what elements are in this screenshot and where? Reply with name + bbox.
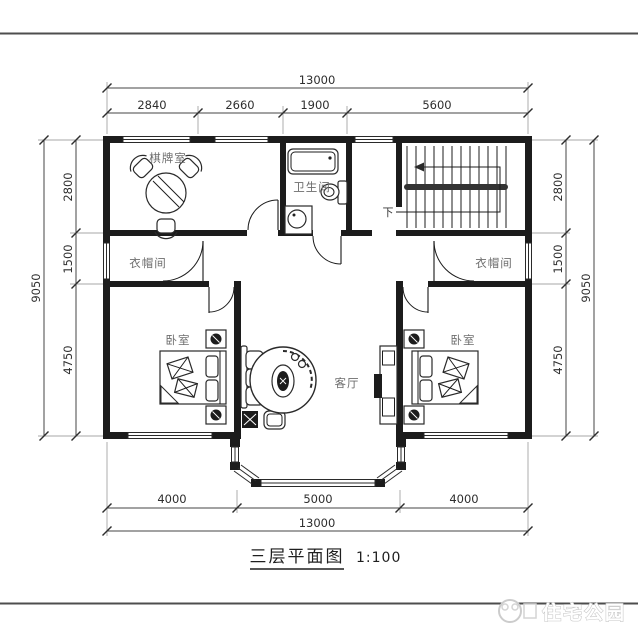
blanket-fold [458, 384, 478, 404]
door-cloakroom-right [433, 240, 475, 282]
watermark-logo-icon [498, 599, 522, 623]
blanket-fold [160, 384, 180, 404]
watermark-text: 住宅公园 [542, 601, 626, 624]
door-cloakroom-left [162, 240, 204, 282]
chess-room-furniture [129, 154, 203, 240]
room-label-bathroom: 卫生间 [293, 180, 331, 194]
title-scale: 1:100 [356, 550, 401, 566]
bathtub [287, 148, 339, 175]
nightstand [403, 405, 425, 425]
side-table-plant [242, 411, 258, 428]
dim-bottom-total: 13000 [299, 516, 336, 530]
dim-right-seg-2: 1500 [551, 244, 565, 273]
windows [103, 136, 532, 439]
dim-left-seg-1: 2800 [61, 172, 75, 201]
window-right-wall [525, 242, 532, 280]
dimensions-left: 9050 2800 1500 4750 [29, 135, 103, 441]
bay-window-front-pane [260, 479, 376, 487]
quilt-decor [173, 378, 199, 398]
dim-top-total: 13000 [299, 73, 336, 87]
bathroom-fixtures [284, 148, 348, 235]
dim-left-seg-2: 1500 [61, 244, 75, 273]
quilt-decor [437, 378, 463, 398]
title-text: 三层平面图 [250, 547, 345, 567]
coffee-table [271, 364, 295, 398]
room-label-cloakroom-left: 衣帽间 [129, 256, 167, 270]
dim-top-seg-1: 2840 [137, 98, 166, 112]
chair [154, 218, 178, 240]
doors [162, 199, 475, 313]
stair-down-label: 下 [383, 206, 394, 219]
bedroom-right-furniture [403, 329, 479, 425]
window-bedroom-right [423, 432, 509, 439]
stairs: 下 [383, 146, 508, 228]
window-top-1 [122, 136, 191, 143]
window-bedroom-left [127, 432, 213, 439]
tv [374, 374, 382, 398]
stair-direction-arrow [414, 162, 424, 172]
door-chess-room [247, 199, 279, 231]
window-top-2 [214, 136, 269, 143]
dim-bottom-seg-2: 5000 [303, 492, 332, 506]
bay-window-right-diagonal [376, 464, 403, 485]
quilt-decor [442, 356, 470, 380]
dim-left-total: 9050 [29, 273, 43, 302]
watermark-logo-mark [523, 603, 537, 619]
living-room-furniture [240, 345, 398, 430]
bay-window [230, 439, 406, 487]
window-left-wall [103, 242, 110, 280]
door-bedroom-left [208, 286, 235, 313]
room-label-living: 客厅 [335, 376, 360, 390]
dim-top-seg-3: 1900 [300, 98, 329, 112]
room-labels: 棋牌室 卫生间 衣帽间 衣帽间 卧室 卧室 客厅 [129, 151, 513, 390]
toilet [320, 180, 348, 205]
door-bedroom-right [402, 286, 429, 313]
bay-window-right-pane [397, 446, 405, 463]
watermark: 住宅公园 [498, 599, 626, 625]
washbasin [284, 205, 313, 235]
room-label-cloakroom-right: 衣帽间 [475, 256, 513, 270]
ottoman [263, 410, 286, 430]
dim-bottom-seg-1: 4000 [157, 492, 186, 506]
dimensions-bottom: 4000 5000 4000 13000 [102, 442, 533, 536]
dim-top-seg-4: 5600 [422, 98, 451, 112]
dimensions-right: 2800 1500 4750 9050 [532, 135, 599, 441]
bay-window-left-diagonal [233, 464, 260, 485]
quilt-decor [166, 356, 194, 380]
door-bathroom [312, 235, 342, 265]
room-label-bedroom-right: 卧室 [451, 333, 476, 347]
dim-left-seg-3: 4750 [61, 345, 75, 374]
dim-right-seg-3: 4750 [551, 345, 565, 374]
nightstand [205, 329, 227, 349]
chair [129, 154, 154, 179]
tv-cabinet [374, 345, 398, 425]
dim-right-total: 9050 [579, 273, 593, 302]
room-label-bedroom-left: 卧室 [166, 333, 191, 347]
drawing-title: 三层平面图 1:100 [250, 547, 401, 570]
window-top-3 [354, 136, 394, 143]
dim-bottom-seg-3: 4000 [449, 492, 478, 506]
nightstand [403, 329, 425, 349]
dim-right-seg-1: 2800 [551, 172, 565, 201]
bedroom-left-furniture [159, 329, 227, 425]
dim-top-seg-2: 2660 [225, 98, 254, 112]
bay-window-left-pane [231, 446, 239, 463]
game-table [145, 172, 187, 214]
chair [178, 154, 203, 179]
stair-walk-line [396, 166, 501, 213]
room-label-chess: 棋牌室 [149, 151, 187, 165]
dimensions-top: 13000 2840 2660 1900 5600 [102, 73, 533, 134]
nightstand [205, 405, 227, 425]
stair-handrail [404, 184, 508, 190]
